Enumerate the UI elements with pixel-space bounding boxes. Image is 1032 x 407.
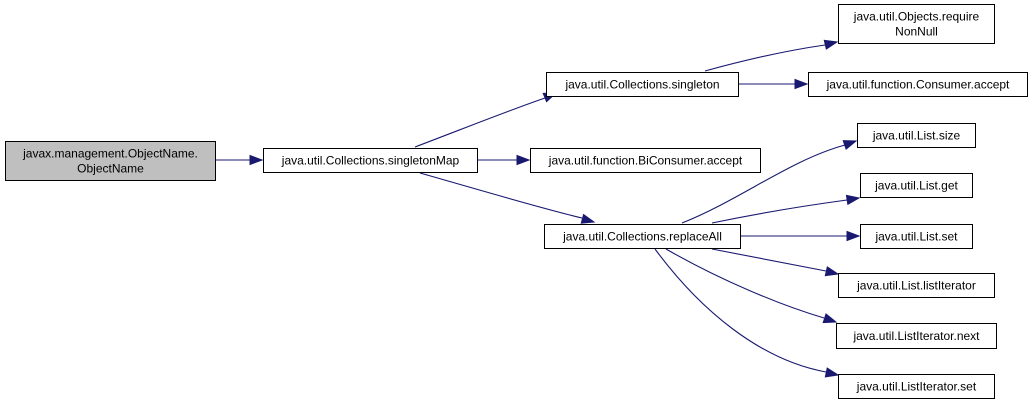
call-edge-root-to-singletonMap	[216, 154, 264, 166]
call-edge-singleton-to-consumer	[739, 78, 809, 90]
call-edges	[216, 39, 861, 378]
node-label: java.util.List.get	[874, 179, 958, 193]
edge-line	[711, 199, 848, 224]
node-box	[263, 148, 478, 173]
arrowhead-icon	[824, 367, 840, 378]
node-box	[546, 72, 739, 97]
node-consumer[interactable]: java.util.function.Consumer.accept	[808, 72, 1028, 97]
node-singleton[interactable]: java.util.Collections.singleton	[546, 72, 739, 97]
arrowhead-icon	[580, 213, 596, 224]
edge-line	[654, 248, 827, 373]
call-edge-singletonMap-to-biconsumer	[478, 154, 531, 166]
arrowhead-icon	[516, 154, 531, 166]
node-next[interactable]: java.util.ListIterator.next	[836, 323, 997, 349]
node-label: java.util.ListIterator.next	[852, 329, 980, 343]
node-label: java.util.List.set	[874, 230, 958, 244]
node-label: java.util.Objects.require	[853, 10, 980, 24]
call-edge-replaceAll-to-get	[711, 194, 861, 224]
node-label: java.util.List.size	[872, 129, 961, 143]
node-label: ObjectName	[77, 162, 144, 176]
node-singletonMap[interactable]: java.util.Collections.singletonMap	[263, 148, 478, 173]
node-box	[5, 141, 216, 181]
edge-line	[681, 144, 846, 224]
arrowhead-icon	[823, 39, 839, 50]
node-biconsumer[interactable]: java.util.function.BiConsumer.accept	[530, 148, 761, 173]
node-size[interactable]: java.util.List.size	[857, 123, 976, 148]
edge-line	[704, 44, 826, 72]
arrowhead-icon	[794, 78, 809, 90]
edge-line	[419, 172, 583, 219]
call-edge-replaceAll-to-next	[665, 248, 838, 324]
node-box	[544, 224, 741, 249]
node-label: java.util.ListIterator.set	[856, 380, 977, 394]
node-box	[857, 123, 976, 148]
node-itset[interactable]: java.util.ListIterator.set	[838, 374, 995, 399]
node-label: NonNull	[895, 25, 938, 39]
node-box	[860, 224, 973, 249]
node-root[interactable]: javax.management.ObjectName.ObjectName	[5, 141, 216, 181]
arrowhead-icon	[822, 313, 838, 324]
node-get[interactable]: java.util.List.get	[860, 173, 973, 198]
arrowhead-icon	[824, 266, 840, 277]
call-nodes: javax.management.ObjectName.ObjectNameja…	[5, 4, 1028, 399]
node-box	[860, 173, 973, 198]
call-edge-singleton-to-requireNonNull	[704, 39, 839, 72]
arrowhead-icon	[845, 194, 861, 206]
node-replaceAll[interactable]: java.util.Collections.replaceAll	[544, 224, 741, 249]
call-edge-singletonMap-to-singleton	[414, 92, 558, 148]
node-label: java.util.Collections.singleton	[564, 78, 719, 92]
call-edge-replaceAll-to-listIterator	[711, 248, 840, 277]
node-box	[838, 374, 995, 399]
node-listIterator[interactable]: java.util.List.listIterator	[838, 273, 995, 298]
call-edge-replaceAll-to-size	[681, 140, 858, 224]
arrowhead-icon	[842, 140, 858, 151]
node-label: javax.management.ObjectName.	[22, 147, 198, 161]
call-edge-replaceAll-to-itset	[654, 248, 840, 378]
edge-line	[711, 248, 827, 272]
node-box	[808, 72, 1028, 97]
call-edge-replaceAll-to-set	[741, 230, 861, 242]
edge-line	[665, 248, 825, 319]
node-box	[838, 4, 995, 44]
node-box	[836, 323, 997, 349]
node-box	[838, 273, 995, 298]
arrowhead-icon	[249, 154, 264, 166]
node-label: java.util.List.listIterator	[856, 279, 976, 293]
node-box	[530, 148, 761, 173]
node-label: java.util.Collections.replaceAll	[562, 230, 722, 244]
arrowhead-icon	[846, 230, 861, 242]
node-set[interactable]: java.util.List.set	[860, 224, 973, 249]
call-edge-singletonMap-to-replaceAll	[419, 172, 596, 224]
node-label: java.util.Collections.singletonMap	[281, 154, 460, 168]
node-label: java.util.function.BiConsumer.accept	[548, 154, 743, 168]
node-label: java.util.function.Consumer.accept	[826, 78, 1010, 92]
edge-line	[414, 97, 546, 148]
